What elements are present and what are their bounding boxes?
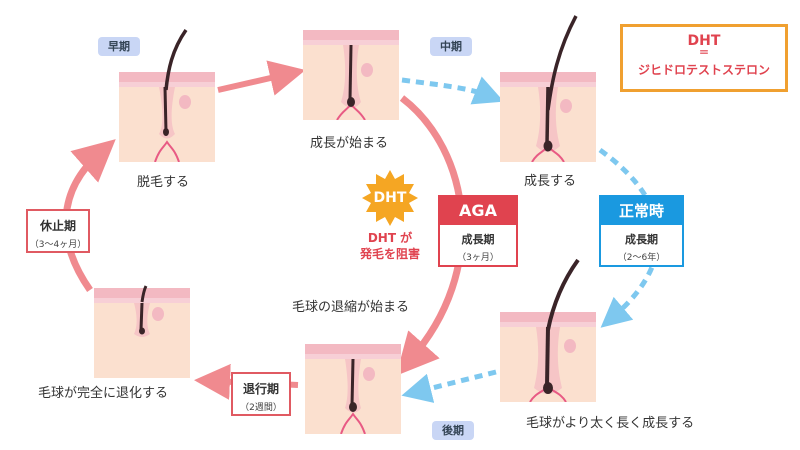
caption-shedding: 脱毛する (137, 175, 190, 190)
dht-burst: DHT (362, 170, 418, 226)
dht-line2: 発毛を阻害 (359, 247, 420, 261)
phase-pill-middle: 中期 (430, 37, 472, 56)
phase-pill-early: 早期 (98, 37, 140, 56)
normal-box: 正常時 成長期 （2～6年） (599, 195, 684, 267)
resting-title: 休止期 (39, 219, 76, 233)
hair-strand-shedding (164, 28, 188, 91)
resting-duration: （3～4ヶ月） (29, 240, 87, 250)
dht-burst-label: DHT (373, 190, 407, 206)
hair-tile-growth-starts (303, 30, 399, 120)
aga-duration: （3ヶ月） (457, 253, 499, 263)
aga-title: 成長期 (461, 233, 495, 246)
burst-icon (362, 170, 418, 226)
normal-duration: （2～6年） (617, 253, 666, 263)
hair-strand-growing (546, 15, 578, 111)
hair-tile-thicker-longer (500, 312, 596, 402)
def-equals: ＝ (699, 48, 709, 59)
aga-label: AGA (440, 197, 516, 225)
dht-inhibits-text: DHT が 発毛を阻害 (348, 230, 432, 262)
arrow-shedding-to-growth (217, 60, 306, 96)
caption-bulb-regressed: 毛球が完全に退化する (38, 386, 169, 401)
normal-label: 正常時 (601, 197, 682, 225)
regression-title: 退行期 (242, 382, 279, 396)
dht-definition-box: DHT ＝ ジヒドロテストステロン (620, 24, 788, 92)
hair-strand-regressed (140, 285, 148, 303)
caption-growth-starts: 成長が始まる (310, 136, 389, 151)
dht-line1: DHT が (367, 231, 413, 245)
def-expansion: ジヒドロテストステロン (637, 63, 770, 77)
caption-bulb-shrink-starts: 毛球の退縮が始まる (292, 300, 410, 315)
stage-box-resting: 休止期 （3～4ヶ月） (26, 209, 90, 253)
hair-strand-thicker (546, 258, 580, 331)
regression-duration: （2週間） (240, 403, 282, 413)
stage-box-regression: 退行期 （2週間） (231, 372, 291, 416)
hair-tile-growing (500, 72, 596, 162)
normal-title: 成長期 (625, 233, 658, 246)
caption-growing: 成長する (524, 174, 577, 189)
aga-box: AGA 成長期 （3ヶ月） (438, 195, 518, 267)
hair-tile-regression-start (305, 344, 401, 434)
def-term: DHT (687, 33, 721, 49)
phase-pill-late: 後期 (432, 421, 474, 440)
caption-thicker-longer: 毛球がより太く長く成長する (526, 416, 695, 431)
